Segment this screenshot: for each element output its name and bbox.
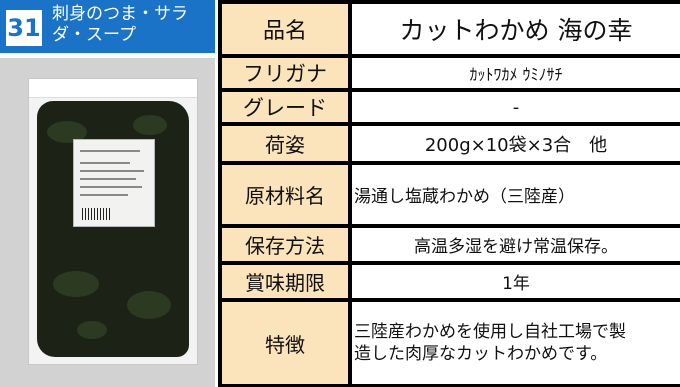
row-value-storage: 高温多湿を避け常温保存。 (352, 228, 680, 261)
category-number: 31 (6, 10, 42, 46)
row-value-best-before: 1年 (352, 265, 680, 298)
label-text-line (80, 150, 140, 152)
seaweed-leaf (47, 121, 87, 143)
label-text-line (80, 170, 144, 172)
row-label-name: 品名 (222, 4, 348, 54)
row-label-furigana: フリガナ (222, 58, 348, 88)
label-text-line (80, 162, 130, 164)
seaweed-package (28, 78, 198, 365)
row-label-best-before: 賞味期限 (222, 265, 348, 298)
row-label-grade: グレード (222, 92, 348, 122)
row-value-name: カットわかめ 海の幸 (352, 4, 680, 54)
category-header: 31 刺身のつま・サラ ダ・スープ (0, 0, 215, 53)
label-text-line (80, 194, 128, 196)
row-label-storage: 保存方法 (222, 228, 348, 261)
seaweed-leaf (127, 291, 171, 319)
category-name: 刺身のつま・サラ ダ・スープ (52, 4, 188, 45)
seaweed-leaf (53, 271, 99, 297)
row-value-features: 三陸産わかめを使用し自社工場で製 造した肉厚なカットわかめです。 (352, 302, 680, 384)
product-spec-table: 品名 カットわかめ 海の幸 フリガナ ｶｯﾄﾜｶﾒ ｳﾐﾉｻﾁ グレード - 荷… (218, 0, 680, 387)
row-label-features: 特徴 (222, 302, 348, 384)
label-text-line (80, 178, 136, 180)
barcode (82, 208, 112, 220)
seaweed-leaf (77, 321, 107, 339)
row-value-ingredients: 湯通し塩蔵わかめ（三陸産） (352, 165, 680, 224)
row-value-packaging: 200g×10袋×3合 他 (352, 126, 680, 161)
row-label-packaging: 荷姿 (222, 126, 348, 161)
row-value-furigana: ｶｯﾄﾜｶﾒ ｳﾐﾉｻﾁ (352, 58, 680, 88)
package-seal (29, 79, 197, 98)
row-label-ingredients: 原材料名 (222, 165, 348, 224)
seaweed-leaf (133, 115, 167, 135)
package-label (73, 139, 155, 227)
product-photo (0, 58, 215, 387)
row-value-grade: - (352, 92, 680, 122)
label-text-line (80, 186, 142, 188)
